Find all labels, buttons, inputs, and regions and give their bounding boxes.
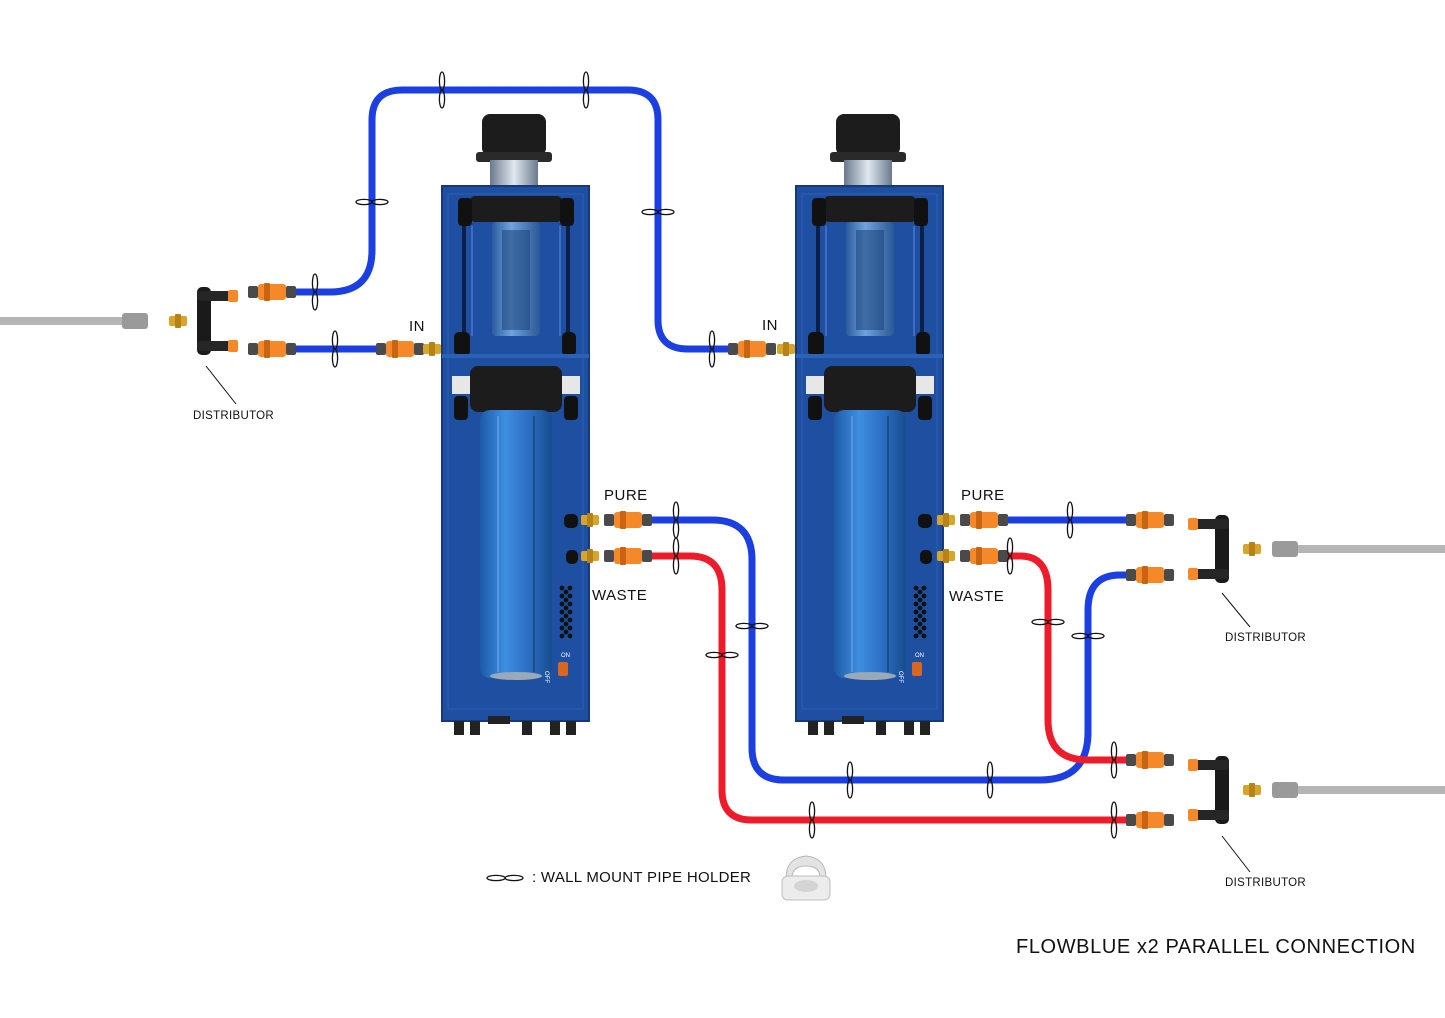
pipe-network [0,86,1445,824]
hose-connectors [122,283,1298,829]
unit1-in-label: IN [409,318,425,335]
unit1-waste-label: WASTE [592,587,648,604]
distributor-icon [1188,756,1229,824]
distributor-leader-line [205,365,237,405]
pipe-pure-unit1 [638,516,1142,784]
hose-connector-icon [248,283,296,301]
unit2-in-label: IN [762,317,778,334]
distributor-icon [1188,515,1229,583]
pipe-holders [311,71,1118,839]
legend-holder-symbol [486,874,524,882]
unit1-pure-label: PURE [604,487,648,504]
legend-text: : WALL MOUNT PIPE HOLDER [532,869,752,886]
brass-fitting-icon [423,342,441,356]
pipe-holder-icon [781,855,831,901]
unit2-switch-on-label: ON [915,653,924,659]
pipe-in-unit2 [286,86,746,353]
unit2-switch-off-label: OFF [897,671,903,683]
pipe-waste-unit2 [994,552,1144,764]
distributor-leader-line [1221,835,1251,873]
distributor-label-pure: DISTRIBUTOR [1225,632,1307,644]
hose-connector-icon [248,340,296,358]
hose-connector-icon [376,340,424,358]
distributor-icon [197,287,238,355]
unit1-switch-on-label: ON [561,653,570,659]
hose-connector-icon [728,340,776,358]
brass-fitting-icon [777,342,795,356]
unit2-pure-label: PURE [961,487,1005,504]
unit1-switch-off-label: OFF [543,671,549,683]
flowblue-unit-1 [440,112,591,737]
distributor-leader-line [1221,592,1251,628]
unit2-waste-label: WASTE [949,588,1005,605]
distributor-label-left: DISTRIBUTOR [193,410,275,422]
page-title: FLOWBLUE x2 PARALLEL CONNECTION [1016,936,1416,958]
pipe-waste-unit1 [638,552,1144,824]
distributor-label-waste: DISTRIBUTOR [1225,877,1307,889]
flowblue-unit-2 [794,112,945,737]
